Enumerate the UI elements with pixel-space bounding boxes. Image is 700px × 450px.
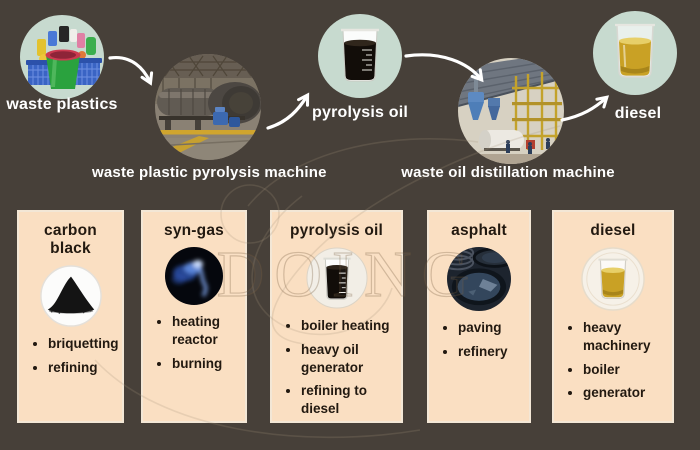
pyrolysis-oil-photo <box>318 14 402 98</box>
use-item: heavy machinery <box>583 319 664 355</box>
distillation-machine-illustration <box>458 58 564 164</box>
uses-list: paving refinery <box>437 319 521 361</box>
waste-plastics-photo <box>20 15 104 99</box>
pyrolysis-machine-illustration <box>155 54 261 160</box>
pyrolysis-machine-photo <box>155 54 261 160</box>
pyrolysis-oil-illustration <box>318 14 402 98</box>
card-asphalt: asphalt paving refinery <box>427 210 531 423</box>
distillation-machine-label: waste oil distillation machine <box>401 164 615 181</box>
card-title: pyrolysis oil <box>289 222 384 239</box>
asphalt-barrels-icon <box>447 247 511 311</box>
use-item: refining to diesel <box>301 382 393 418</box>
use-item: briquetting <box>48 335 119 353</box>
arrow-1 <box>108 56 154 86</box>
use-item: burning <box>172 355 237 373</box>
card-title: carbon black <box>44 222 97 257</box>
diesel-beaker-icon <box>581 247 645 311</box>
use-item: boiler <box>583 361 664 379</box>
use-item: heating reactor <box>172 313 237 349</box>
card-pyrolysis-oil: pyrolysis oil boiler heating heavy oil g… <box>270 210 403 423</box>
use-item: heavy oil generator <box>301 341 393 377</box>
use-item: refining <box>48 359 114 377</box>
uses-list: boiler heating heavy oil generator refin… <box>280 317 393 418</box>
syngas-flame-icon <box>165 247 223 305</box>
diesel-photo <box>593 11 677 95</box>
distillation-machine-photo <box>458 58 564 164</box>
pyrolysis-oil-label: pyrolysis oil <box>312 104 408 121</box>
carbon-black-powder-icon <box>39 265 102 327</box>
use-item: generator <box>583 384 664 402</box>
card-title: diesel <box>590 222 636 239</box>
pyrolysis-machine-label: waste plastic pyrolysis machine <box>92 164 327 181</box>
diesel-label: diesel <box>614 105 662 122</box>
card-title: asphalt <box>451 222 507 239</box>
card-diesel: diesel heavy machinery boiler generator <box>552 210 674 423</box>
use-item: boiler heating <box>301 317 393 335</box>
card-carbon-black: carbon black briquetting refining <box>17 210 124 423</box>
uses-list: heavy machinery boiler generator <box>562 319 664 402</box>
waste-plastics-label: waste plastics <box>6 96 118 113</box>
uses-list: heating reactor burning <box>151 313 237 372</box>
uses-list: briquetting refining <box>27 335 119 377</box>
use-item: refinery <box>458 343 521 361</box>
card-title: syn-gas <box>164 222 224 239</box>
waste-plastics-illustration <box>20 15 104 99</box>
card-syn-gas: syn-gas heating reactor burning <box>141 210 247 423</box>
diesel-illustration <box>593 11 677 95</box>
pyrolysis-oil-beaker-icon <box>305 247 368 309</box>
use-item: paving <box>458 319 521 337</box>
